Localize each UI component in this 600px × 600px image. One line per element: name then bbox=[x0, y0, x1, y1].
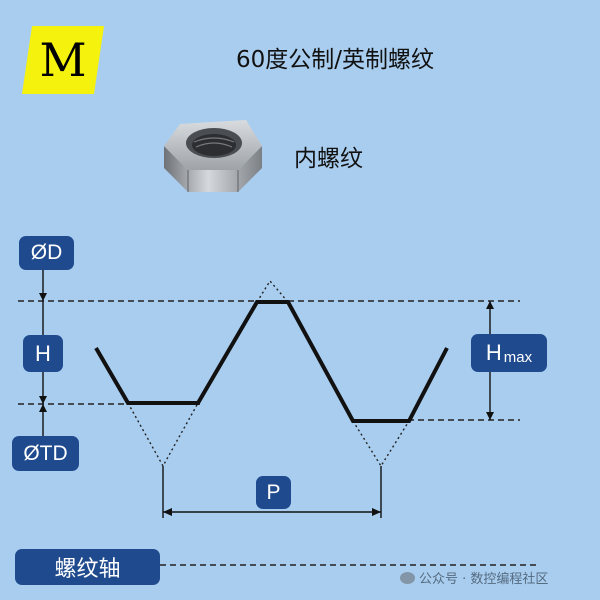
theoretical-crest bbox=[256, 279, 289, 303]
page-title: 60度公制/英制螺纹 bbox=[235, 47, 434, 73]
nut-label: 内螺纹 bbox=[294, 146, 363, 172]
logo-badge bbox=[22, 26, 104, 94]
thread-profile bbox=[94, 300, 449, 423]
height-label: H bbox=[35, 340, 51, 366]
arrow-left-icon bbox=[163, 508, 172, 516]
watermark: 公众号 · 数控编程社区 bbox=[400, 568, 548, 587]
arrow-down-icon bbox=[39, 396, 47, 404]
axis-tag: 螺纹轴 bbox=[15, 549, 160, 585]
height-max-subscript: max bbox=[503, 348, 533, 366]
arrow-up-icon bbox=[486, 301, 494, 309]
height-tag: H bbox=[23, 335, 63, 372]
wechat-icon bbox=[400, 571, 415, 584]
arrow-down-icon bbox=[486, 412, 494, 420]
hex-nut-icon bbox=[164, 120, 262, 192]
pitch-label: P bbox=[266, 480, 281, 504]
pitch-tag: P bbox=[256, 476, 291, 509]
watermark-text: 公众号 · 数控编程社区 bbox=[419, 572, 549, 587]
axis-label: 螺纹轴 bbox=[54, 556, 121, 581]
height-max-label: H bbox=[485, 340, 502, 365]
theoretical-root-right bbox=[352, 420, 410, 468]
arrow-right-icon bbox=[372, 508, 381, 516]
tap-drill-label: ØTD bbox=[23, 441, 68, 465]
arrow-down-icon bbox=[39, 293, 47, 301]
major-diameter-label: ØD bbox=[30, 241, 63, 264]
logo-letter: M bbox=[39, 33, 87, 87]
logo: M bbox=[22, 26, 104, 94]
theoretical-root-left bbox=[127, 402, 199, 468]
major-diameter-tag: ØD bbox=[19, 236, 74, 270]
tap-drill-tag: ØTD bbox=[12, 436, 79, 471]
